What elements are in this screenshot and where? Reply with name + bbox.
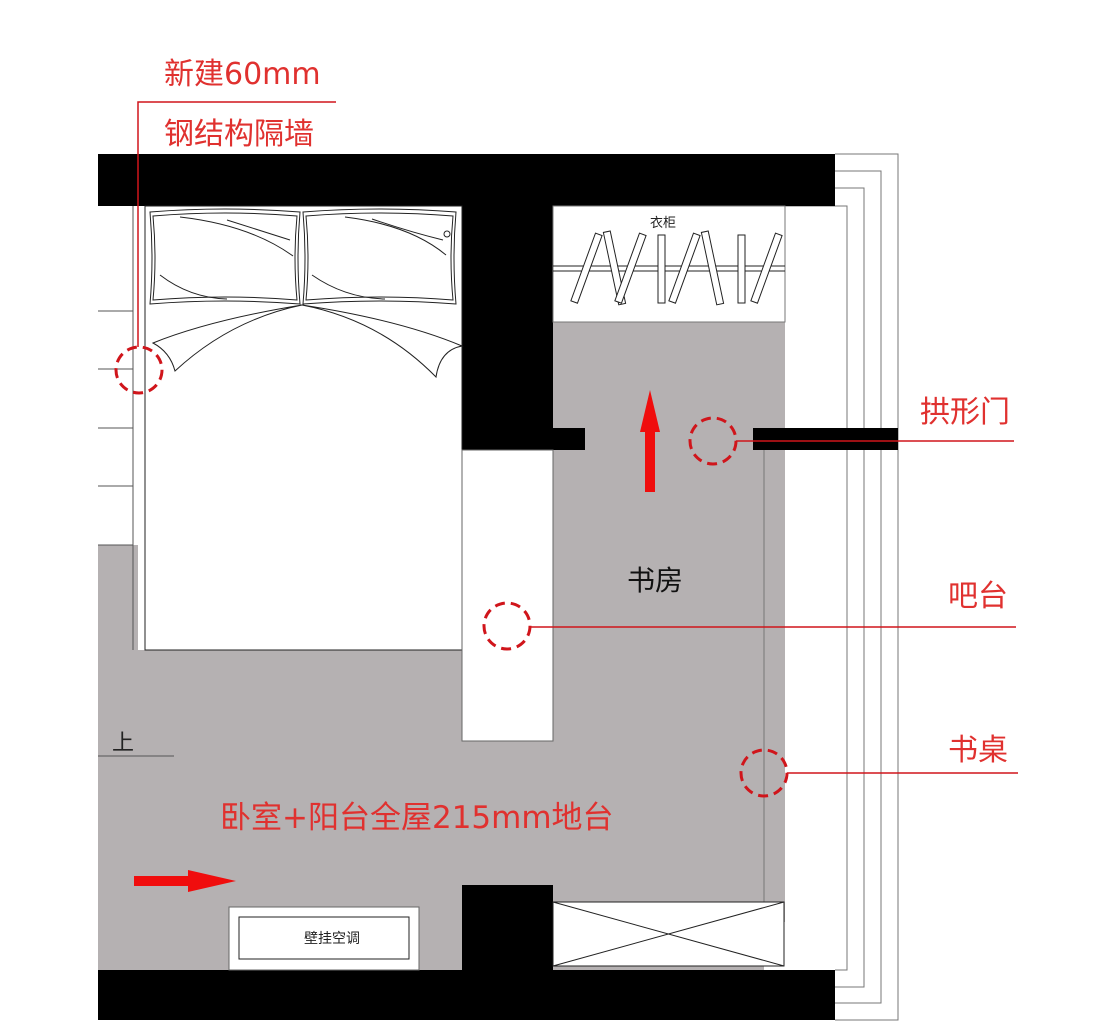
leader-lines — [137, 101, 1018, 774]
callout-circle-bar — [482, 601, 532, 651]
arch-door-label: 拱形门 — [920, 395, 1010, 430]
bar-counter-label: 吧台 — [948, 579, 1008, 614]
storage-cabinet — [552, 901, 785, 967]
bottom-pillar — [462, 885, 553, 970]
left-stairs — [98, 206, 134, 650]
study-room-label: 书房 — [627, 564, 683, 597]
bed — [144, 205, 464, 651]
wall-note-line1: 新建60mm — [164, 57, 321, 92]
arrow-up-icon — [640, 390, 660, 492]
wardrobe — [552, 205, 786, 323]
balcony-window-lines — [785, 153, 899, 1021]
arch-door-wall — [753, 428, 898, 450]
walls — [98, 154, 898, 1020]
air-conditioner — [228, 906, 420, 971]
callout-circle-wall — [114, 345, 164, 395]
desk-label: 书桌 — [948, 733, 1008, 768]
bottom-wall — [98, 970, 835, 1020]
floor-platform-area — [98, 321, 785, 970]
wall-note-line2: 钢结构隔墙 — [164, 117, 314, 152]
partition-wall — [462, 206, 553, 450]
top-wall — [98, 154, 835, 206]
partition-wall-stub — [553, 428, 585, 450]
wardrobe-label: 衣柜 — [650, 215, 676, 231]
arrow-right-icon — [134, 870, 236, 892]
air-conditioner-label: 壁挂空调 — [304, 931, 360, 947]
bar-counter — [461, 449, 554, 742]
floor-platform-label: 卧室+阳台全屋215mm地台 — [220, 800, 614, 836]
stair-up-label: 上 — [112, 731, 134, 756]
